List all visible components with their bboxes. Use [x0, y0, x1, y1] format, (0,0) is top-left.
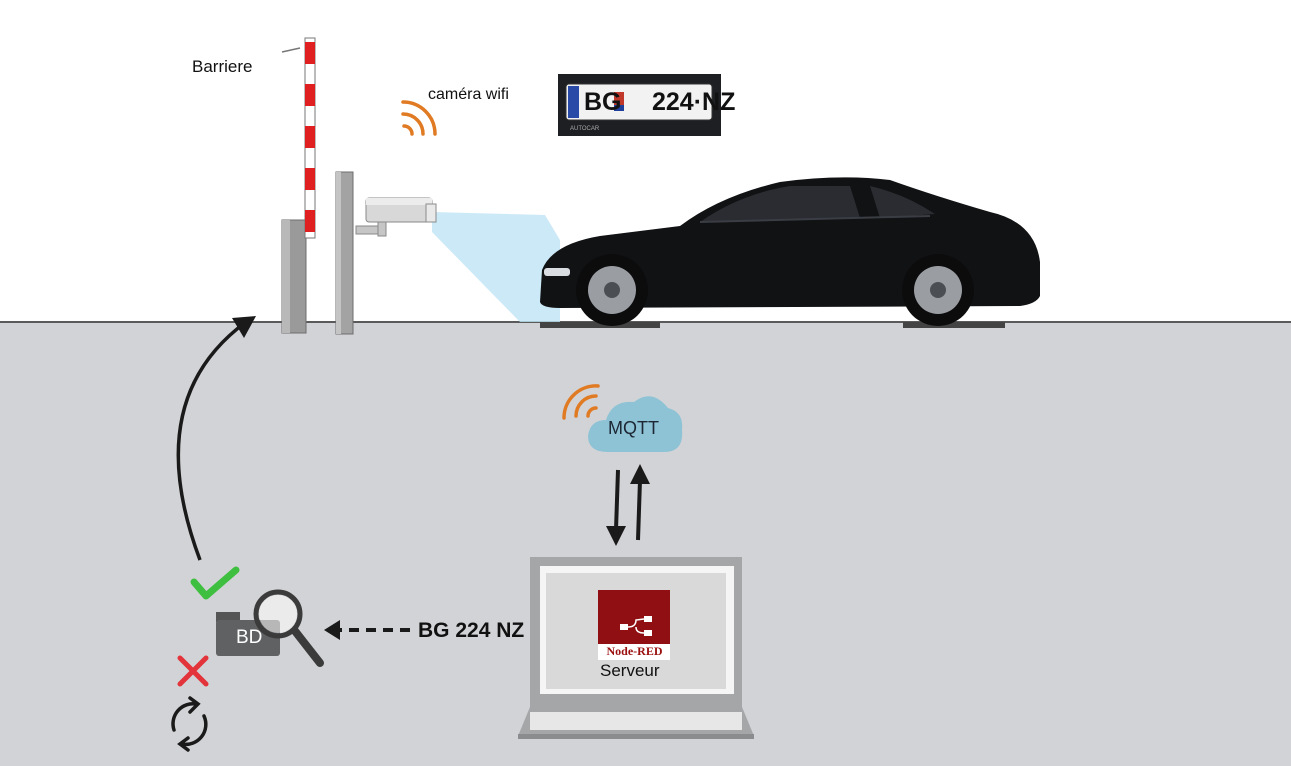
plate-query-label: BG 224 NZ: [418, 619, 525, 642]
node-red-label: Node-RED: [606, 644, 663, 658]
cross-icon: [177, 655, 209, 687]
check-icon: [190, 566, 240, 600]
database-label: BD: [236, 627, 263, 648]
camera-icon: [355, 197, 437, 237]
camera-pole: [335, 171, 354, 335]
server-label: Serveur: [600, 661, 660, 680]
node-red-logo-icon: [598, 590, 670, 660]
wifi-signal-icon: [562, 384, 600, 420]
license-plate: AUTOCAR: [558, 74, 721, 136]
camera-label: caméra wifi: [428, 86, 509, 103]
car-icon: [540, 177, 1040, 328]
plate-text-right: 224·NZ: [652, 88, 736, 116]
camera-beam: [432, 212, 560, 322]
plate-query-arrowhead: [324, 620, 340, 640]
wifi-signal-icon: [401, 100, 437, 136]
plate-text-left: BG: [584, 88, 622, 116]
grant-access-arrow: [176, 320, 248, 561]
mqtt-label: MQTT: [608, 418, 659, 438]
mqtt-exchange-arrows: [606, 464, 650, 546]
magnifier-icon: [253, 589, 324, 667]
barrier-gate-icon: [281, 37, 316, 334]
svg-text:AUTOCAR: AUTOCAR: [570, 126, 600, 132]
cloud-icon: [588, 396, 683, 452]
grant-access-arrowhead: [232, 316, 256, 338]
barrier-label: Barriere: [192, 57, 253, 76]
refresh-icon: [171, 696, 208, 752]
